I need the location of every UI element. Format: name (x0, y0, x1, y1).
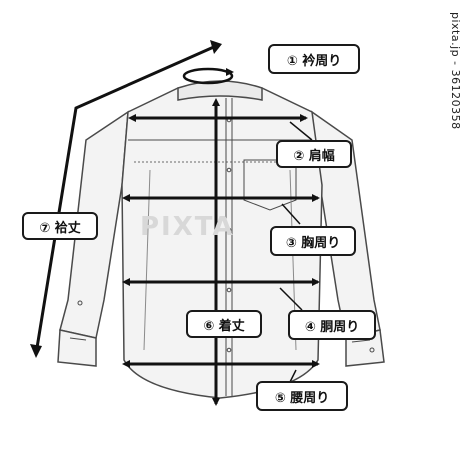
length-label: ⑥ 着丈 (186, 310, 262, 338)
sleeve-arrow (34, 44, 217, 355)
credit-watermark: pixta.jp - 36120358 (449, 12, 462, 130)
shoulder-label: ② 肩幅 (276, 140, 352, 168)
left-cuff (57, 329, 97, 367)
waist-label: ④ 胴周り (288, 310, 376, 340)
hem-label: ⑤ 腰周り (256, 381, 348, 411)
collar-label: ① 衿周り (268, 44, 360, 74)
brand-watermark: PIXTA (140, 212, 235, 242)
sleeve-length-label: ⑦ 袷丈 (22, 212, 98, 240)
collar-measure-arrow (182, 67, 234, 85)
chest-label: ③ 胸周り (270, 226, 356, 256)
